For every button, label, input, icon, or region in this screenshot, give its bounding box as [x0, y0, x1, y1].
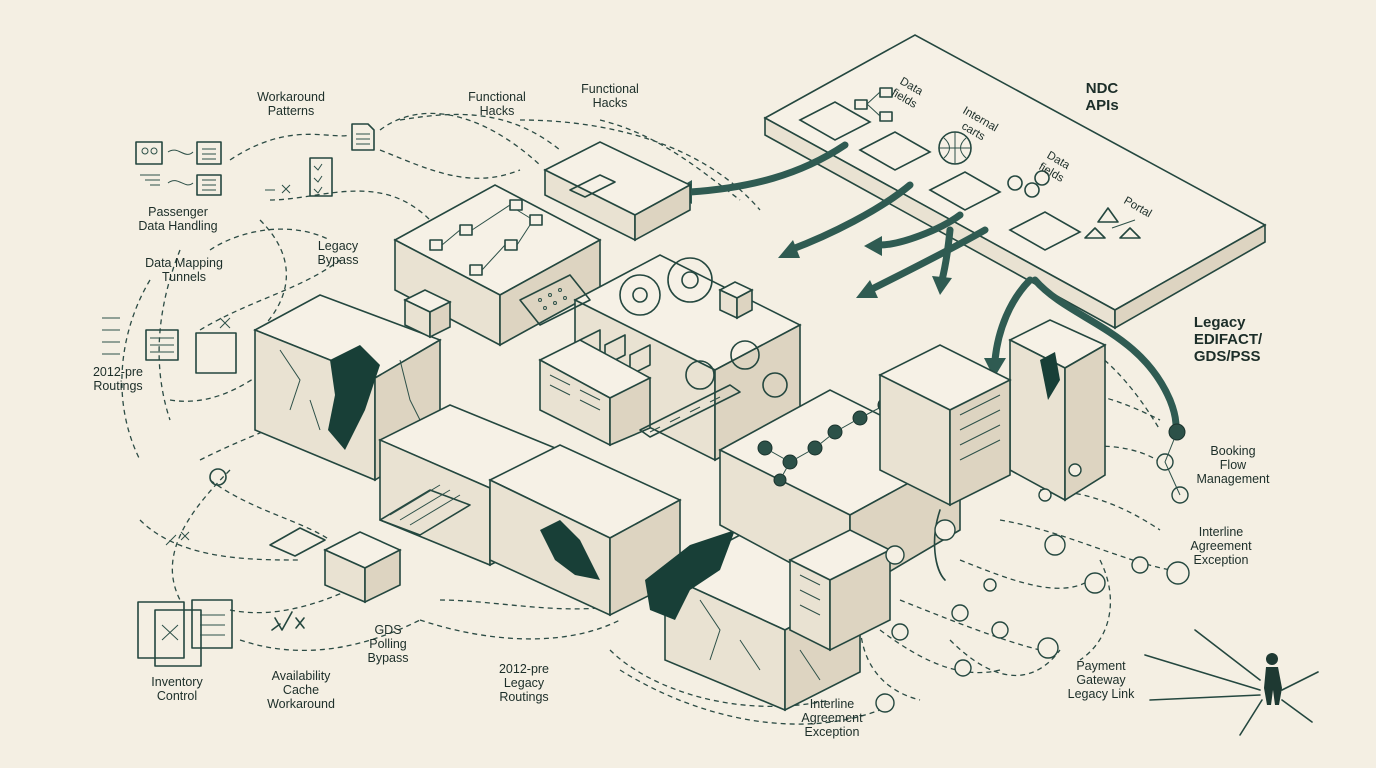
functional-hacks-label-1: Functional Hacks	[468, 90, 526, 118]
passenger-data-label: Passenger Data Handling	[138, 205, 218, 233]
legacy-edifact-label: Legacy EDIFACT/ GDS/PSS	[1193, 314, 1263, 365]
routings-bottom-label: 2012-pre Legacy Routings	[498, 662, 550, 704]
central-machinery	[393, 141, 1082, 652]
ndc-apis-label: NDC APIs	[1085, 80, 1119, 114]
right-node-cluster	[875, 423, 1190, 713]
legacy-bypass-label: Legacy Bypass	[317, 239, 359, 267]
interline-bottom-label: Interline Agreement Exception	[801, 697, 863, 739]
person-figure	[1144, 629, 1319, 736]
payment-gateway-label: Payment Gateway Legacy Link	[1067, 659, 1135, 701]
routings-left-label: 2012-pre Routings	[92, 365, 144, 393]
functional-hacks-label-2: Functional Hacks	[581, 82, 639, 110]
inventory-control-label: Inventory Control	[151, 675, 203, 703]
interline-right-label: Interline Agreement Exception	[1190, 525, 1252, 567]
data-mapping-tunnels-label: Data Mapping Tunnels	[145, 256, 223, 284]
availability-cache-label: Availability Cache Workaround	[267, 669, 335, 711]
left-icons	[102, 123, 375, 667]
ndc-api-platform	[763, 34, 1267, 330]
workaround-patterns-label: Workaround Patterns	[257, 90, 325, 118]
booking-flow-label: Booking Flow Management	[1196, 444, 1270, 486]
cracked-blocks	[253, 294, 1107, 712]
gds-polling-label: GDS Polling Bypass	[367, 623, 409, 665]
